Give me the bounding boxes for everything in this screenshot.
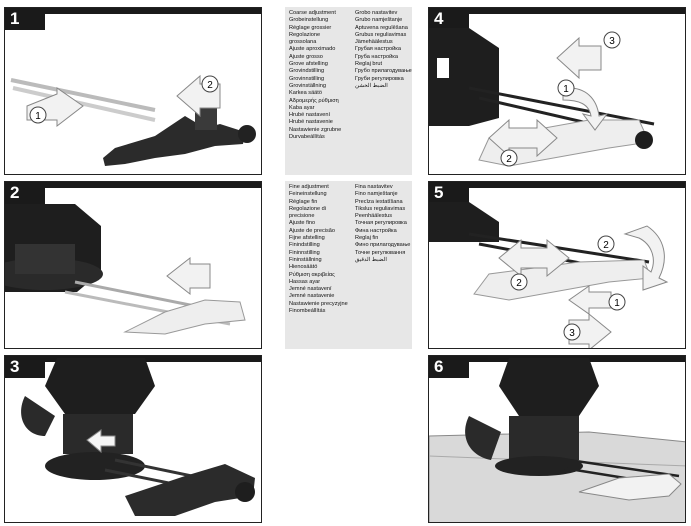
router-body	[21, 358, 155, 480]
step-3-panel: 3	[4, 355, 262, 523]
svg-text:2: 2	[207, 80, 213, 91]
arrow-2-horizontal	[498, 238, 570, 278]
panel-header-bar	[469, 8, 685, 14]
push-arrow	[166, 256, 211, 296]
svg-text:3: 3	[609, 36, 615, 47]
step-number: 6	[429, 356, 469, 378]
step-number: 1	[5, 8, 45, 30]
router-body	[5, 204, 103, 292]
arrow-3	[568, 312, 612, 348]
step-number: 5	[429, 182, 469, 204]
step-4-illustration: 3 1 2	[429, 28, 655, 167]
step-2-illustration	[5, 204, 246, 335]
rotate-arrow	[623, 225, 669, 291]
parallel-guide-fence	[125, 464, 255, 516]
callout-1: 1	[557, 79, 575, 97]
coarse-adjustment-text-box: Coarse adjustment Grobeinstellung Réglag…	[285, 7, 412, 175]
parallel-guide-rods	[10, 78, 156, 122]
coarse-text-right-column: Grobo nastavitev Grubo namještanje Aptuv…	[355, 10, 412, 89]
step-number: 2	[5, 182, 45, 204]
step-5-illustration: 2 2 1 3	[429, 202, 669, 348]
callout-2: 2	[500, 149, 518, 167]
callout-2-right: 2	[597, 235, 615, 253]
svg-text:3: 3	[569, 328, 575, 339]
router-body	[429, 202, 499, 242]
step-2-panel: 2	[4, 181, 262, 349]
parallel-guide-fence	[123, 299, 246, 335]
parallel-guide-fence	[578, 473, 682, 501]
step-4-panel: 4 3 1 2	[428, 7, 686, 175]
callout-1: 1	[29, 106, 47, 124]
step-1-illustration: 1 2	[10, 74, 256, 166]
step-6-illustration	[429, 358, 685, 522]
step-1-panel: 1 1 2	[4, 7, 262, 175]
arrow-1	[568, 285, 612, 315]
callout-2: 2	[201, 75, 219, 93]
arrow-3	[556, 36, 602, 80]
svg-text:2: 2	[516, 278, 522, 289]
parallel-guide-fence	[103, 108, 256, 166]
fine-adjustment-text-box: Fine adjustment Feineinstellung Réglage …	[285, 181, 412, 349]
router-body	[465, 358, 599, 476]
panel-header-bar	[45, 182, 261, 188]
step-5-panel: 5 2 2 1 3	[428, 181, 686, 349]
panel-header-bar	[45, 356, 261, 362]
fine-text-left-column: Fine adjustment Feineinstellung Réglage …	[289, 184, 348, 315]
svg-text:1: 1	[35, 111, 41, 122]
arrow-1	[562, 87, 609, 131]
panel-header-bar	[45, 8, 261, 14]
callout-1: 1	[608, 293, 626, 311]
step-number: 4	[429, 8, 469, 30]
svg-text:2: 2	[506, 154, 512, 165]
step-3-illustration	[21, 358, 255, 516]
router-body	[429, 28, 499, 126]
step-number: 3	[5, 356, 45, 378]
panel-header-bar	[469, 182, 685, 188]
step-6-panel: 6	[428, 355, 686, 523]
insert-arrow	[86, 429, 116, 454]
callout-3: 3	[603, 31, 621, 49]
callout-2-left: 2	[510, 273, 528, 291]
parallel-guide-fence	[473, 259, 652, 301]
fine-text-right-column: Fina nastavitev Fino namještanje Precīza…	[355, 184, 411, 263]
svg-text:1: 1	[614, 298, 620, 309]
svg-text:2: 2	[603, 240, 609, 251]
callout-3: 3	[563, 323, 581, 341]
svg-text:1: 1	[563, 84, 569, 95]
coarse-text-left-column: Coarse adjustment Grobeinstellung Réglag…	[289, 10, 342, 141]
